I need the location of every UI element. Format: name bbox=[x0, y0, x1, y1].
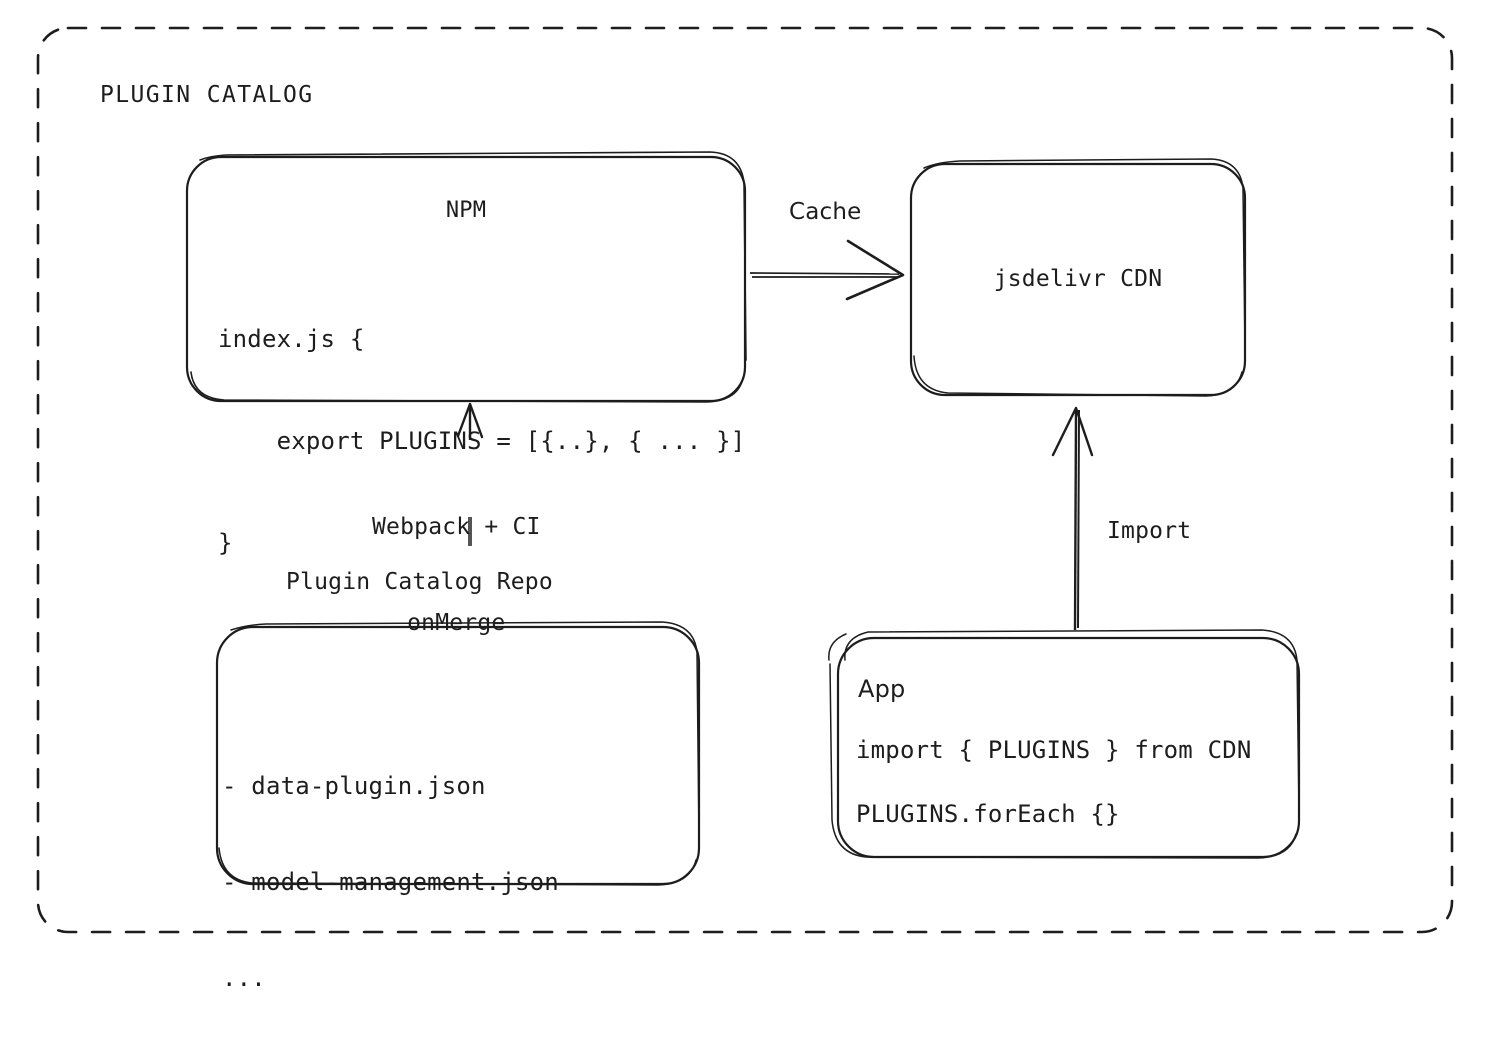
cache-edge-label: Cache bbox=[789, 199, 862, 225]
app-box-title: App bbox=[858, 675, 906, 703]
webpack-ci-edge-label: Webpack + CI onMerge bbox=[372, 447, 541, 703]
npm-code-line: export PLUGINS = [{..}, { ... }] bbox=[218, 427, 746, 455]
npm-code-line: } bbox=[218, 529, 233, 557]
repo-file-item: - data-plugin.json bbox=[222, 772, 486, 800]
plugin-catalog-repo-label: Plugin Catalog Repo bbox=[286, 569, 553, 595]
app-code-line-foreach: PLUGINS.forEach {} bbox=[856, 800, 1120, 828]
import-arrow bbox=[1051, 406, 1094, 631]
diagram-canvas: PLUGIN CATALOG NPM index.js { export PLU… bbox=[36, 26, 1454, 992]
jsdelivr-cdn-title: jsdelivr CDN bbox=[993, 266, 1163, 292]
npm-box-title: NPM bbox=[445, 198, 487, 223]
plugin-catalog-repo-file-list: - data-plugin.json - model-management.js… bbox=[222, 706, 559, 1058]
page-title: PLUGIN CATALOG bbox=[100, 82, 314, 108]
webpack-ci-edge-label-line2: onMerge bbox=[407, 610, 506, 636]
webpack-ci-edge-label-line1: Webpack + CI bbox=[372, 514, 541, 540]
cache-arrow bbox=[749, 239, 905, 301]
app-code-line-import: import { PLUGINS } from CDN bbox=[856, 736, 1252, 764]
repo-file-ellipsis: ... bbox=[222, 964, 266, 992]
npm-code-block: index.js { export PLUGINS = [{..}, { ...… bbox=[218, 254, 745, 628]
npm-code-line: index.js { bbox=[218, 325, 365, 353]
repo-file-item: - model-management.json bbox=[222, 868, 559, 896]
import-edge-label: Import bbox=[1107, 518, 1192, 544]
